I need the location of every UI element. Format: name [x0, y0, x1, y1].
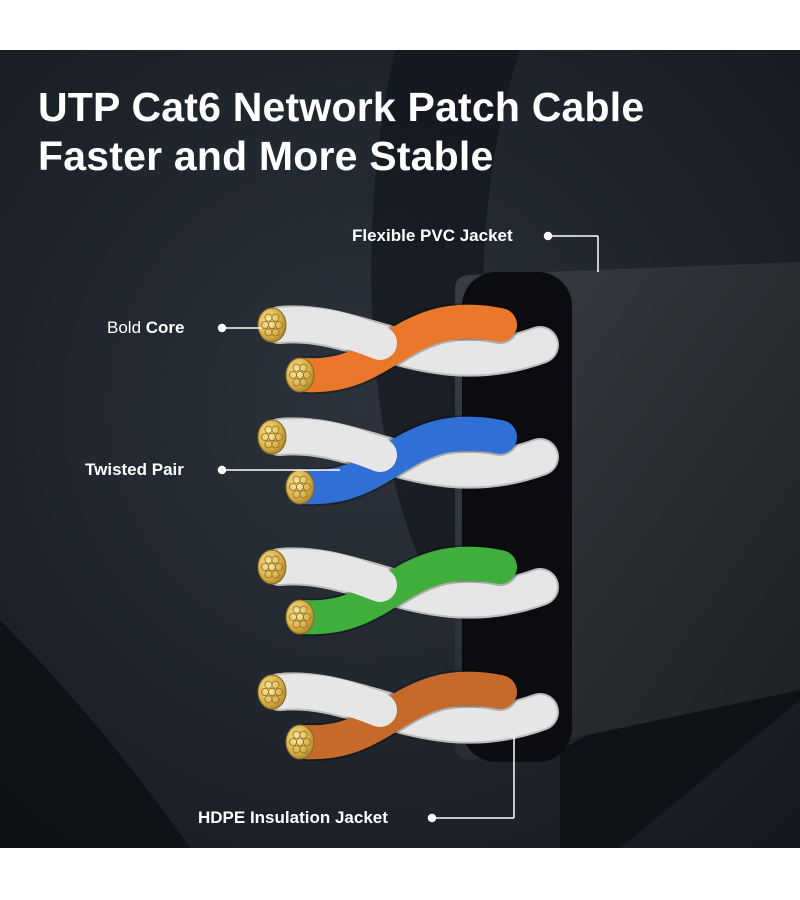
- white-wire-core-face: [257, 419, 287, 455]
- white-wire-core: [257, 419, 287, 455]
- green-wire-core-strand: [292, 620, 301, 629]
- orange-wire-core-strand-center: [295, 370, 305, 380]
- brown-wire-core-strand-center: [295, 737, 305, 747]
- hdpe-jacket-label: HDPE Insulation Jacket: [198, 808, 388, 827]
- hdpe-jacket-face: [462, 272, 572, 762]
- blue-wire-core-strand-center: [295, 482, 305, 492]
- wire-pair-orange: [257, 302, 559, 395]
- white-wire-core-face: [257, 307, 287, 343]
- wire-pair-green: [257, 544, 559, 637]
- bold-core-label-part2: Core: [145, 318, 185, 337]
- blue-wire-core-face: [285, 469, 315, 505]
- white-wire-core-face: [257, 549, 287, 585]
- white-wire-core-face: [257, 674, 287, 710]
- core-leader-dot: [217, 323, 227, 333]
- title-line-1: UTP Cat6 Network Patch Cable: [38, 84, 645, 130]
- green-wire-core: [285, 599, 315, 635]
- white-wire-core-strand-center: [267, 687, 277, 697]
- white-wire-core: [257, 307, 287, 343]
- orange-wire-core-face: [285, 357, 315, 393]
- blue-wire-core-strand: [299, 475, 308, 484]
- white-wire-core-strand: [271, 555, 280, 564]
- bold-core-label: Bold Core: [107, 318, 185, 338]
- pair-leader-dot: [217, 465, 227, 475]
- white-wire-end: [263, 419, 397, 472]
- brown-wire-core-face: [285, 724, 315, 760]
- twisted-pair-label: Twisted Pair: [85, 460, 184, 479]
- green-wire-core-strand-center: [295, 612, 305, 622]
- cable-background-band-lower: [0, 620, 190, 848]
- orange-wire-core-strand: [292, 378, 301, 387]
- pvc-leader-dot: [543, 231, 553, 241]
- hdpe-leader-dot: [427, 813, 437, 823]
- brown-wire-core-strand: [299, 730, 308, 739]
- green-wire-core-strand: [299, 605, 308, 614]
- white-wire-end: [263, 307, 397, 360]
- twisted-pairs: [257, 302, 559, 762]
- white-wire-end: [263, 674, 397, 727]
- brown-wire-core-strand: [292, 745, 301, 754]
- white-wire-end: [263, 549, 397, 602]
- pvc-jacket-label: Flexible PVC Jacket: [352, 226, 513, 245]
- brown-wire-core: [285, 724, 315, 760]
- callout-leaders: [217, 231, 599, 823]
- white-wire-core-strand: [271, 425, 280, 434]
- orange-wire-core-strand: [299, 363, 308, 372]
- orange-wire-core: [285, 357, 315, 393]
- white-wire-core-strand: [264, 440, 273, 449]
- white-wire-core-strand: [264, 695, 273, 704]
- white-wire-core-strand: [271, 313, 280, 322]
- white-wire-core-strand: [271, 680, 280, 689]
- wire-pair-brown: [257, 669, 559, 762]
- white-wire-core: [257, 549, 287, 585]
- white-wire-core-strand: [264, 570, 273, 579]
- wire-pair-blue: [257, 414, 559, 507]
- white-wire-core-strand-center: [267, 320, 277, 330]
- white-wire-core-strand: [264, 328, 273, 337]
- green-wire-core-face: [285, 599, 315, 635]
- white-wire-core-strand-center: [267, 432, 277, 442]
- blue-wire-core-strand: [292, 490, 301, 499]
- bold-core-label-part1: Bold: [107, 318, 142, 337]
- title-line-2: Faster and More Stable: [38, 133, 494, 179]
- white-wire-core: [257, 674, 287, 710]
- white-wire-core-strand-center: [267, 562, 277, 572]
- blue-wire-core: [285, 469, 315, 505]
